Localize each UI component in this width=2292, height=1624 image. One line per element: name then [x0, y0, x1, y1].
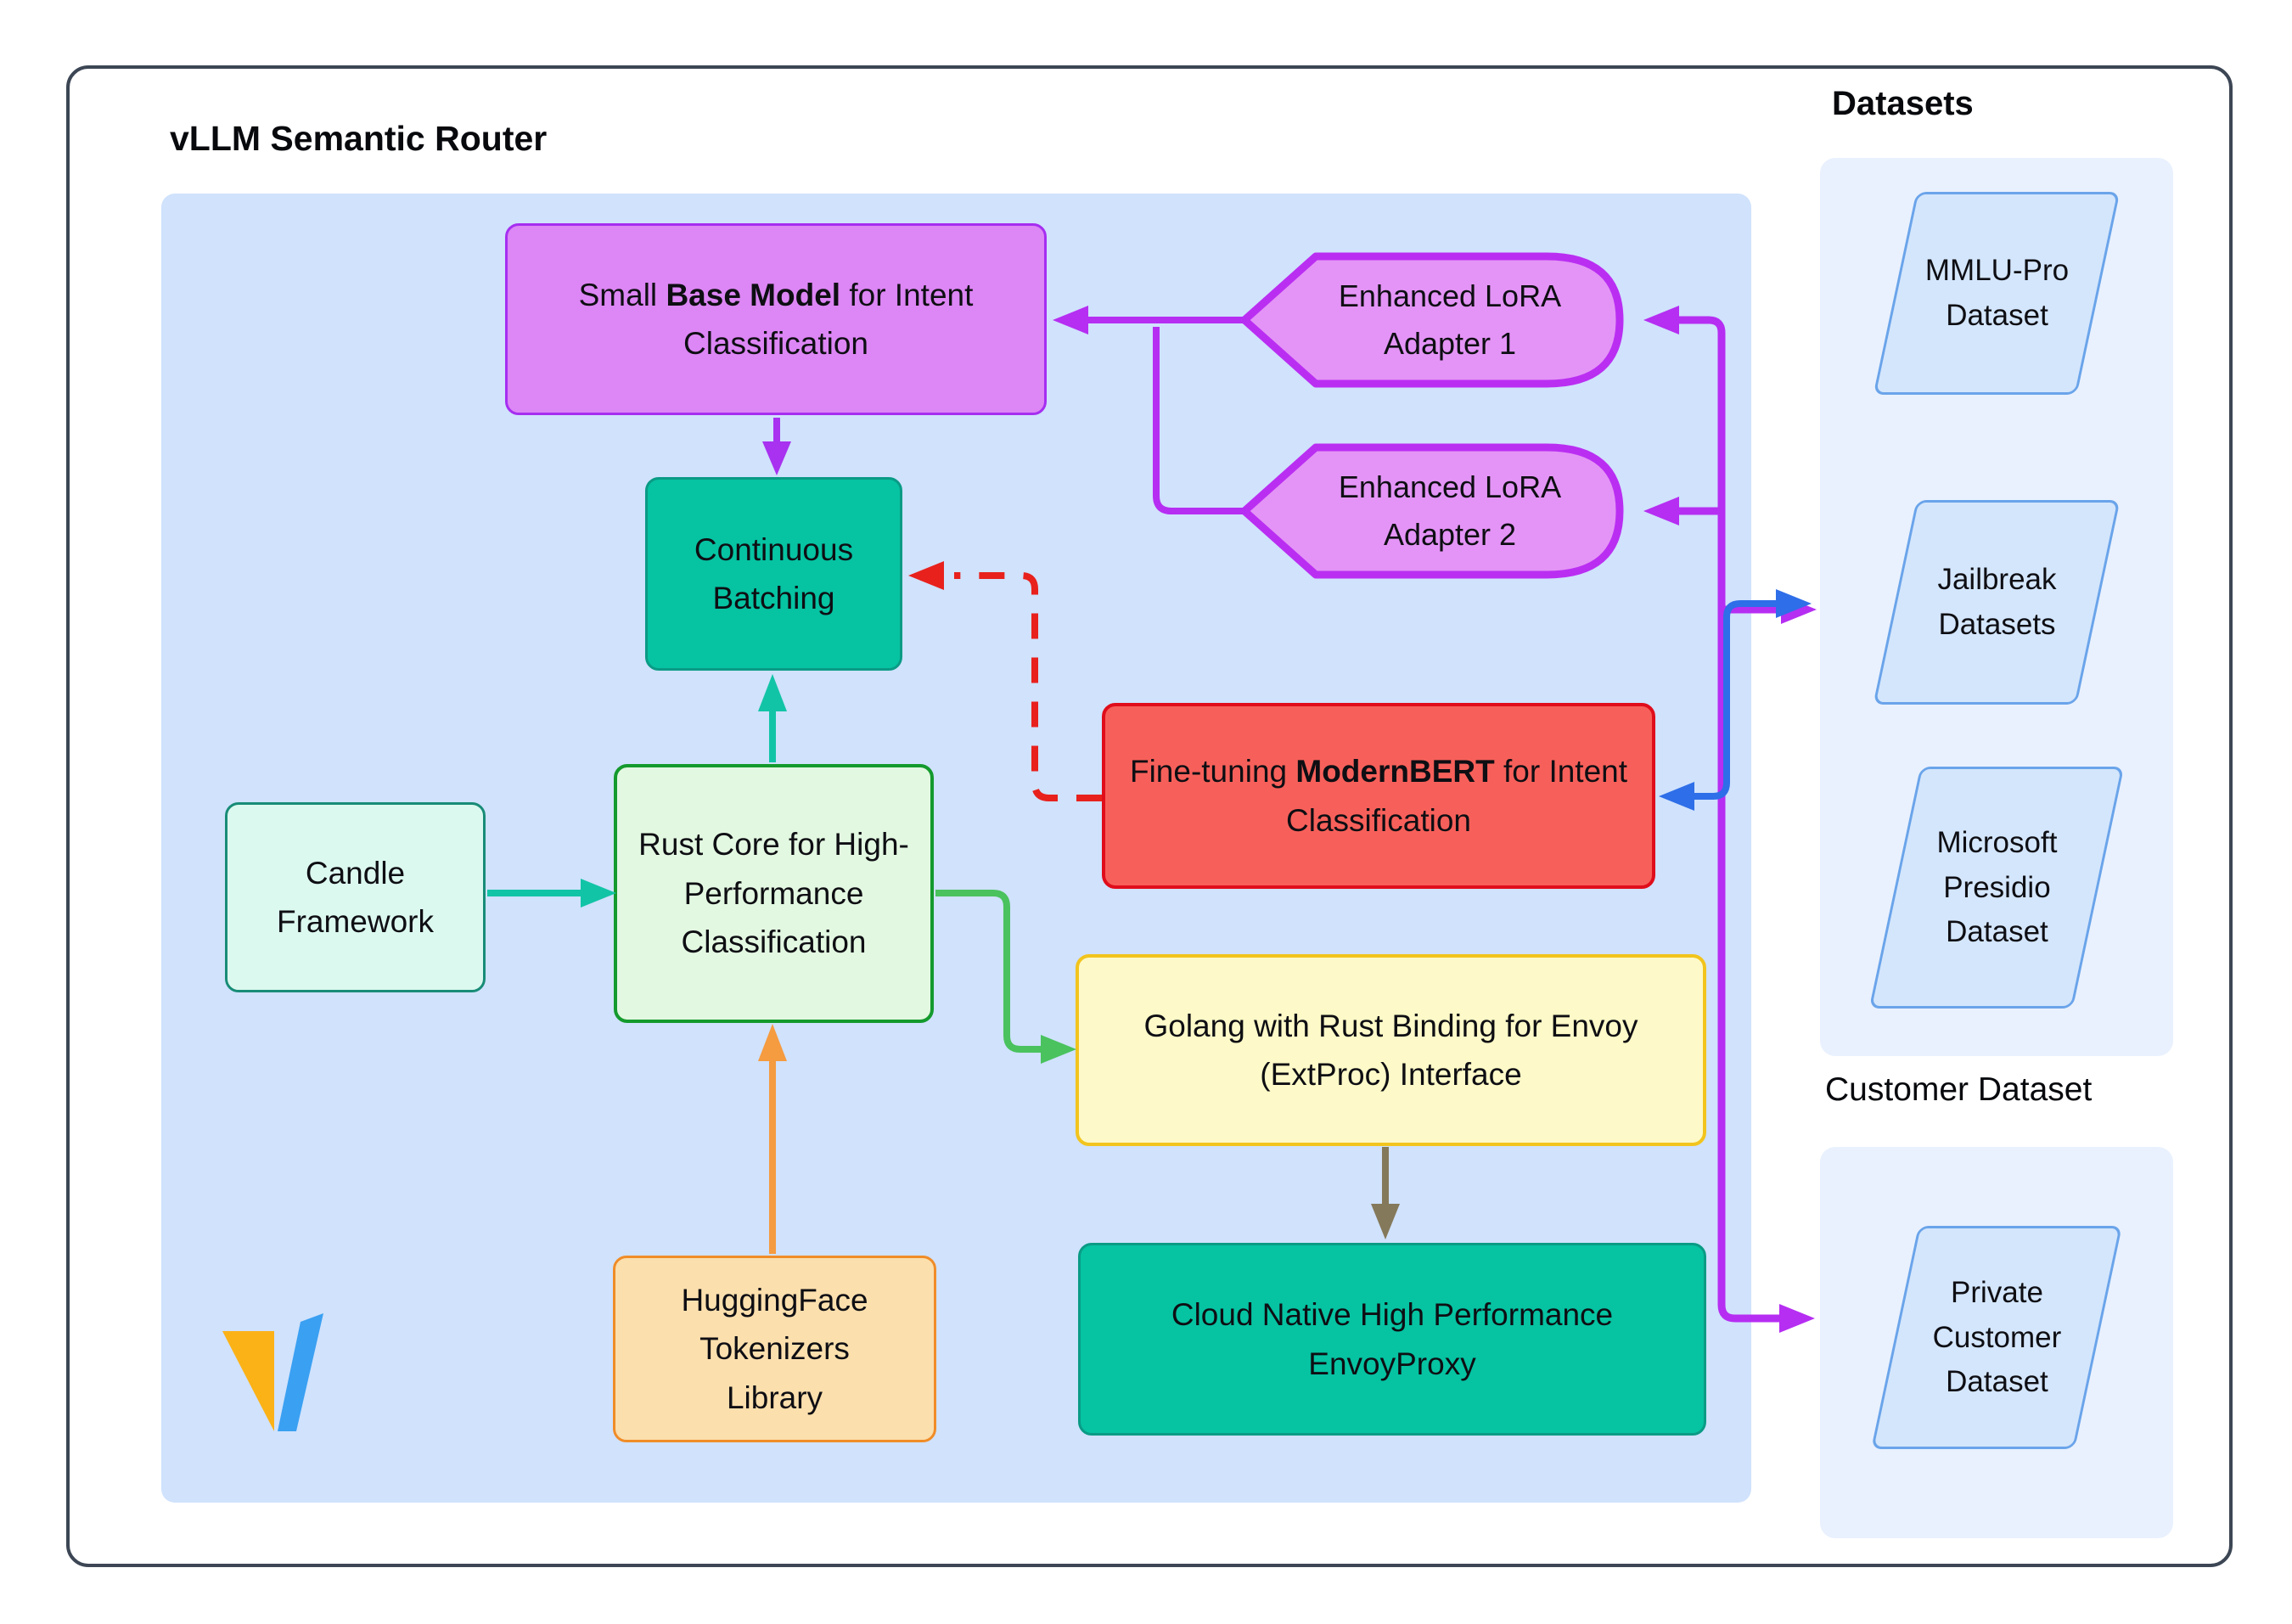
node-envoy-proxy: Cloud Native High Performance EnvoyProxy: [1078, 1243, 1706, 1436]
node-lora-adapter-1-label: Enhanced LoRA Adapter 1: [1338, 278, 1562, 361]
node-lora-adapter-2-label: Enhanced LoRA Adapter 2: [1338, 469, 1562, 552]
page-title: vLLM Semantic Router: [170, 119, 548, 158]
node-continuous-batching: Continuous Batching: [645, 477, 902, 671]
node-golang-binding: Golang with Rust Binding for Envoy (ExtP…: [1076, 954, 1706, 1146]
node-huggingface-tokenizers: HuggingFace Tokenizers Library: [613, 1256, 936, 1442]
datasets-section-label: Datasets: [1832, 85, 1974, 122]
customer-section-label: Customer Dataset: [1825, 1071, 2093, 1108]
node-rust-core: Rust Core for High-Performance Classific…: [614, 764, 934, 1023]
node-candle-framework: Candle Framework: [225, 802, 486, 992]
node-modernbert-finetuning: Fine-tuning ModernBERT for Intent Classi…: [1102, 703, 1655, 889]
node-mmlu-pro-dataset: MMLU-Pro Dataset: [1873, 192, 2121, 395]
node-base-model: Small Base Model for Intent Classificati…: [505, 223, 1047, 415]
node-jailbreak-datasets: Jailbreak Datasets: [1873, 500, 2121, 705]
